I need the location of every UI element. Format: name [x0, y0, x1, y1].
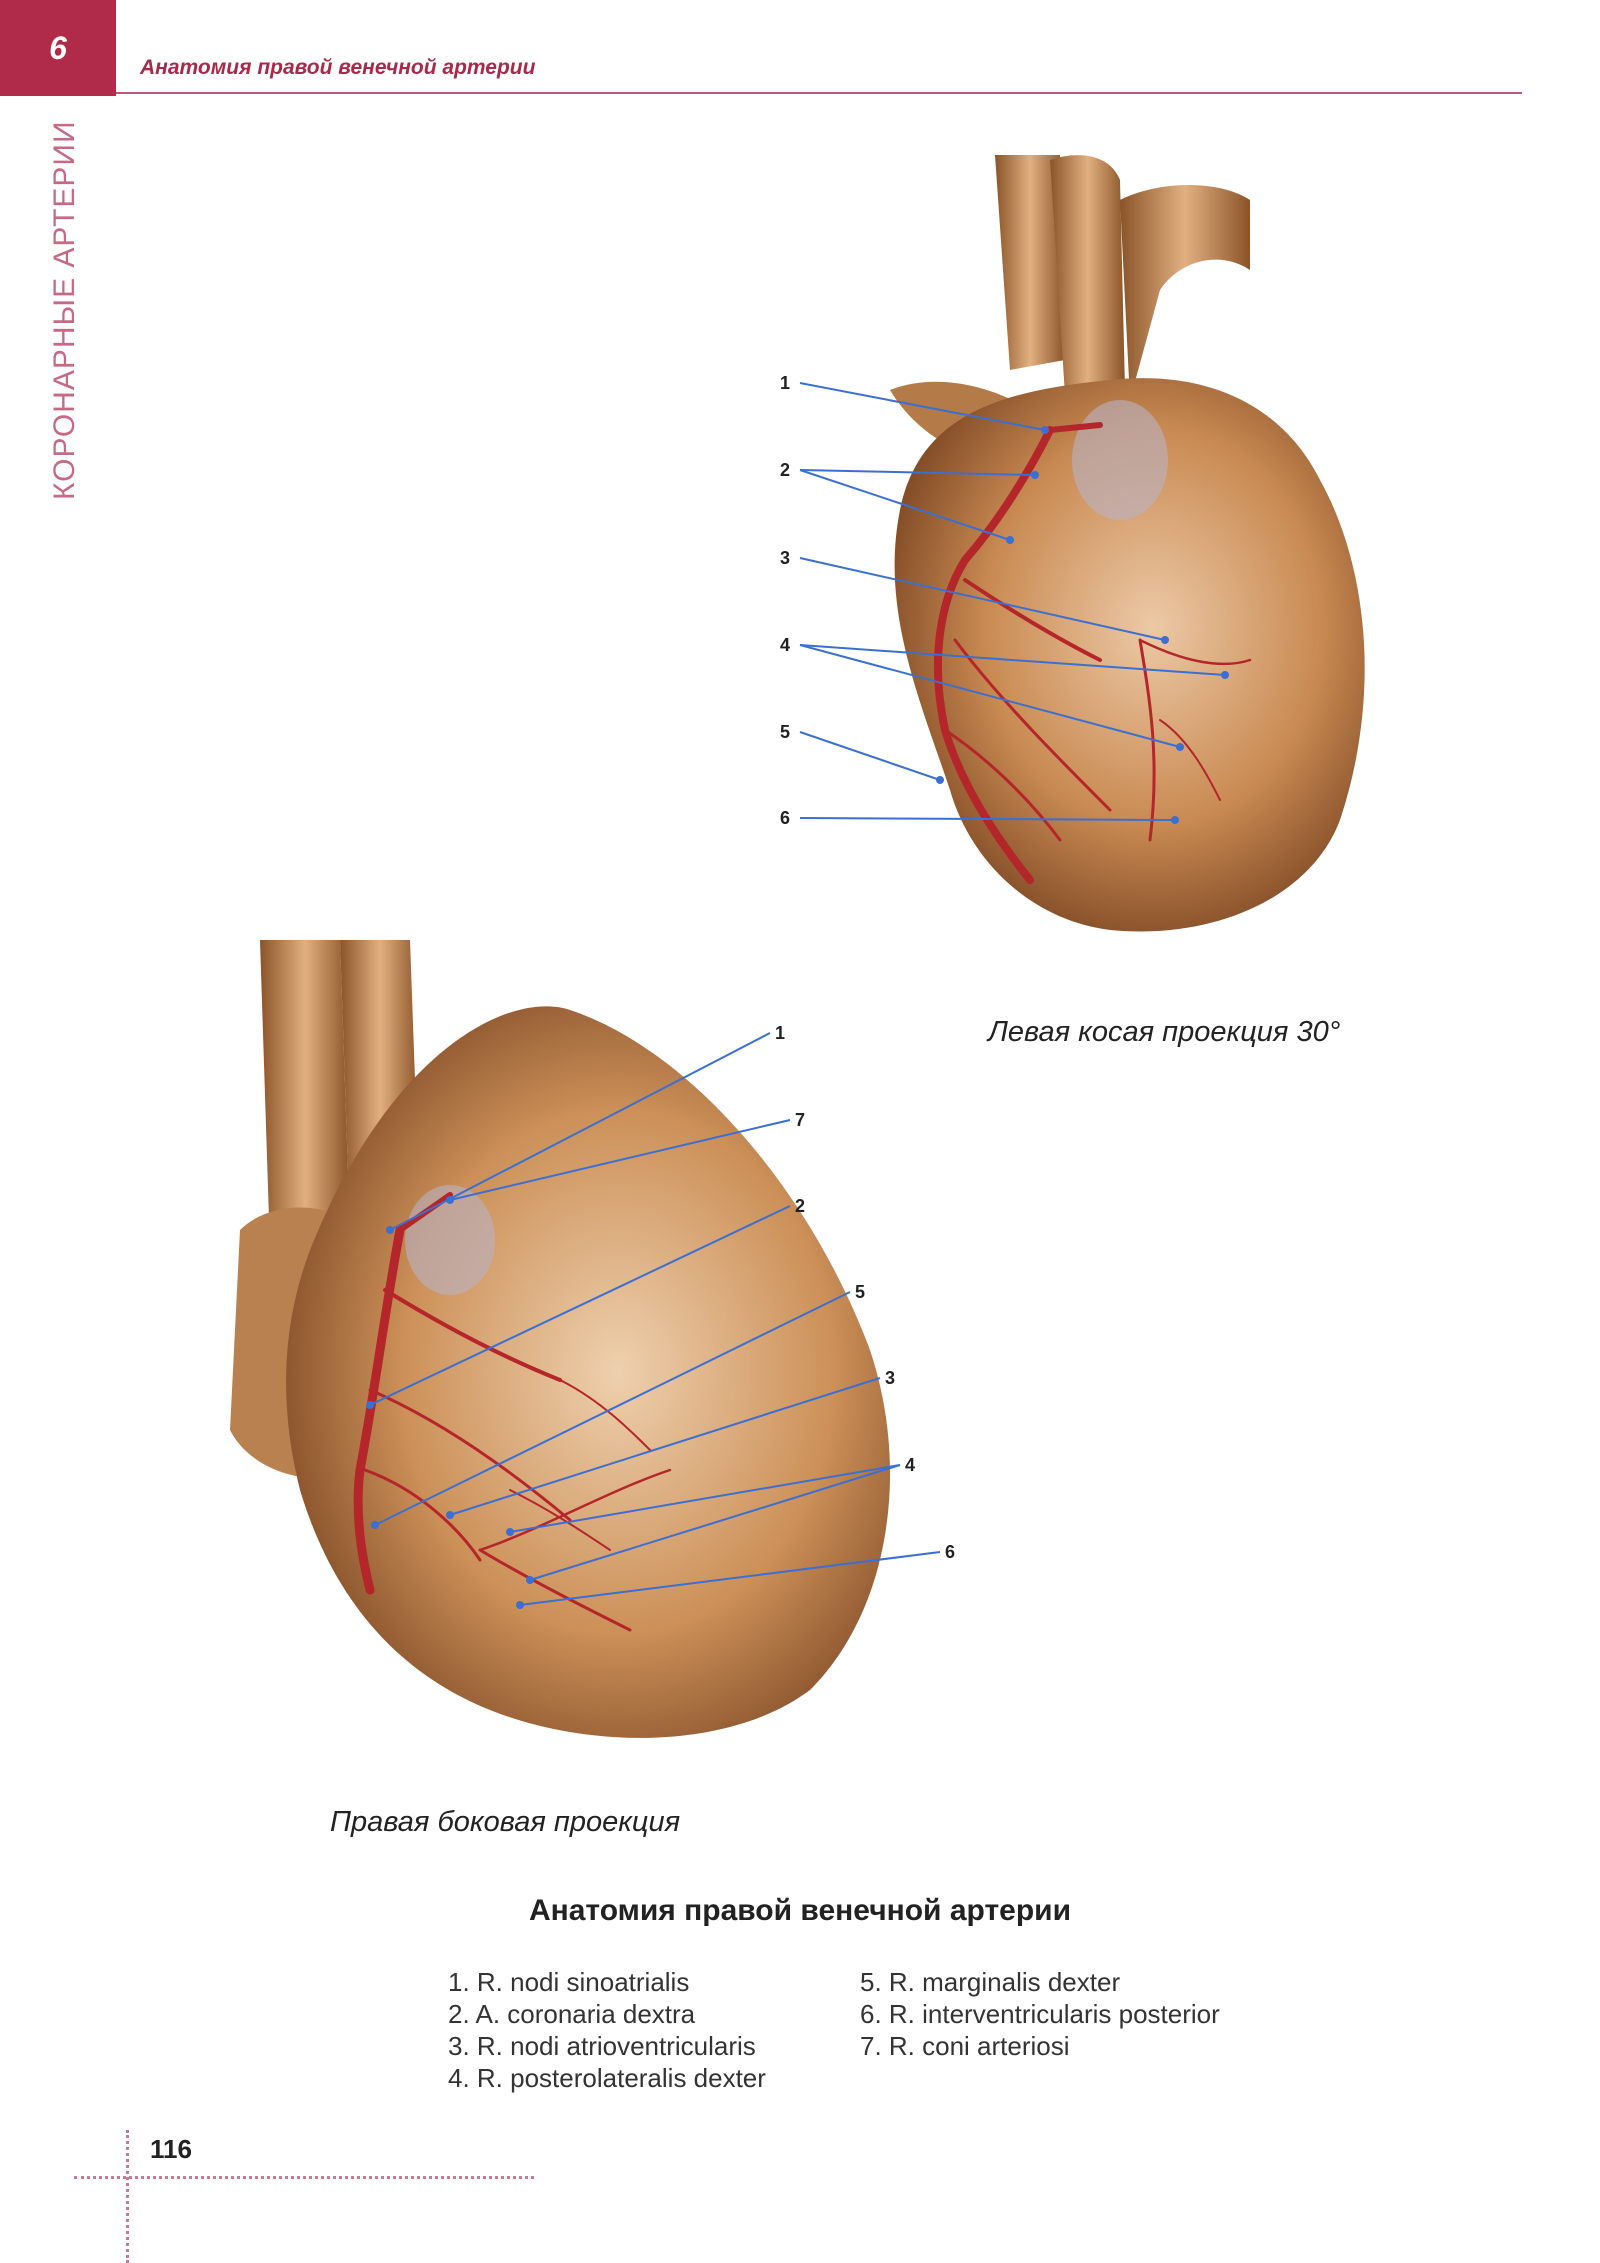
label-4-top: 4	[780, 635, 790, 655]
legend-item: 4. R. posterolateralis dexter	[448, 2063, 766, 2093]
legend-item: 1. R. nodi sinoatrialis	[448, 1967, 690, 1997]
header-title: Анатомия правой венечной артерии	[140, 56, 536, 79]
side-section-title: КОРОНАРНЫЕ АРТЕРИИ	[48, 120, 81, 500]
heart-illustration-left-oblique: 1 2 3 4 5 6	[780, 155, 1365, 932]
label-7-bottom: 7	[795, 1110, 805, 1130]
label-5-bottom: 5	[855, 1282, 865, 1302]
label-1-top: 1	[780, 373, 790, 393]
header-divider	[116, 92, 1522, 94]
legend-heading: Анатомия правой венечной артерии	[528, 1894, 1072, 1927]
label-5-top: 5	[780, 722, 790, 742]
chapter-number-badge: 6	[0, 0, 116, 96]
heart-shape-bottom	[230, 940, 890, 1738]
figure-caption-right-lateral: Правая боковая проекция	[330, 1806, 681, 1838]
label-2-bottom: 2	[795, 1196, 805, 1216]
leader-dots-bottom	[366, 1196, 534, 1609]
label-3-top: 3	[780, 548, 790, 568]
heart-illustration-right-lateral: 1 7 2 5 3 4 6	[230, 940, 955, 1738]
label-6-bottom: 6	[945, 1542, 955, 1562]
label-6-top: 6	[780, 808, 790, 828]
legend-column-left: 1. R. nodi sinoatrialis 2. A. coronaria …	[448, 1966, 766, 2094]
legend-item: 6. R. interventricularis posterior	[860, 1999, 1220, 2029]
heart-shape-top	[890, 155, 1365, 932]
leader-lines-bottom	[369, 1032, 941, 1606]
label-2-top: 2	[780, 460, 790, 480]
label-3-bottom: 3	[885, 1368, 895, 1388]
footer-dotted-vertical	[126, 2130, 129, 2263]
legend-item: 3. R. nodi atrioventricularis	[448, 2031, 756, 2061]
leader-lines-top	[799, 382, 1226, 821]
legend-column-right: 5. R. marginalis dexter 6. R. interventr…	[860, 1966, 1220, 2062]
legend-item: 5. R. marginalis dexter	[860, 1967, 1121, 1997]
label-1-bottom: 1	[775, 1023, 785, 1043]
legend-item: 2. A. coronaria dextra	[448, 1999, 696, 2029]
leader-dots-top	[936, 426, 1229, 824]
page-number: 116	[150, 2134, 192, 2164]
figure-caption-left-oblique: Левая косая проекция 30°	[988, 1016, 1341, 1048]
legend-item: 7. R. coni arteriosi	[860, 2031, 1070, 2061]
footer-dotted-rule	[74, 2176, 534, 2179]
label-4-bottom: 4	[905, 1455, 915, 1475]
right-coronary-artery-top	[934, 422, 1252, 884]
